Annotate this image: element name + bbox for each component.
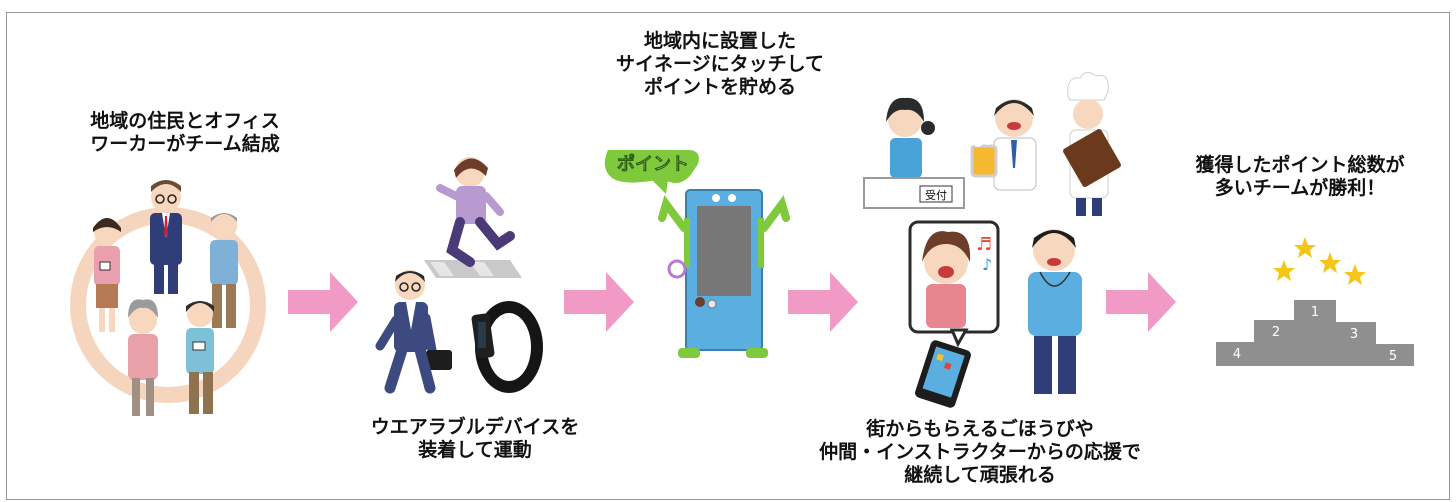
step1-label: 地域の住民とオフィス ワーカーがチーム結成 [40, 110, 330, 156]
fitness-band-icon [471, 301, 543, 393]
music-note-icon: ♪ [982, 255, 992, 274]
step3-line1: 地域内に設置した [643, 30, 796, 52]
step4-line2: 仲間・インストラクターからの応援で [819, 441, 1141, 463]
step4-line3: 継続して頑張れる [904, 464, 1056, 486]
podium-rank-5: 5 [1389, 349, 1397, 364]
person-businessman-glasses [150, 180, 182, 294]
desk-sign-text: 受付 [925, 189, 947, 202]
touch-reader-icon [667, 259, 687, 279]
person-young-man [186, 301, 214, 414]
point-speech-bubble [604, 150, 699, 184]
step2-line2: 装着して運動 [418, 439, 532, 461]
podium-rank-4: 4 [1233, 347, 1241, 362]
point-bubble-text: ポイント [617, 153, 689, 175]
star-icon [1273, 260, 1295, 281]
podium-rank-1: 1 [1311, 305, 1319, 320]
step3-line3: ポイントを貯める [643, 76, 796, 98]
podium-illustration: 1 2 3 4 5 [1216, 300, 1414, 366]
person-grandma [128, 299, 158, 416]
diagram-frame [6, 12, 1450, 500]
person-old-man [210, 213, 238, 328]
arrow-right-icon [788, 272, 858, 332]
instructor-illustration [1028, 229, 1082, 394]
step1-line1: 地域の住民とオフィス [90, 110, 280, 132]
music-note-icon: ♬ [976, 234, 992, 255]
step4-line1: 街からもらえるごほうびや [866, 418, 1094, 440]
step3-label: 地域内に設置した サイネージにタッチして ポイントを貯める [570, 30, 870, 99]
podium-rank-2: 2 [1272, 325, 1280, 340]
step3-line2: サイネージにタッチして [615, 53, 825, 75]
receptionist-illustration: 受付 [863, 97, 965, 209]
step5-line1: 獲得したポイント総数が [1195, 154, 1405, 176]
step5-label: 獲得したポイント総数が 多いチームが勝利！ [1170, 154, 1430, 200]
businessman-illustration [375, 270, 452, 394]
arrow-right-icon [1106, 272, 1176, 332]
beer-man-illustration [970, 99, 1037, 191]
step2-label: ウエアラブルデバイスを 装着して運動 [330, 416, 620, 462]
digital-signage-illustration: ポイント [604, 150, 790, 358]
smartphone-icon [915, 340, 971, 408]
star-icon [1294, 237, 1316, 258]
arrow-right-icon [564, 272, 634, 332]
step1-line2: ワーカーがチーム結成 [90, 133, 280, 155]
step5-line2: 多いチームが勝利！ [1214, 177, 1386, 199]
star-icon [1319, 252, 1341, 273]
podium-rank-3: 3 [1350, 327, 1358, 342]
star-icon [1344, 264, 1366, 285]
step4-label: 街からもらえるごほうびや 仲間・インストラクターからの応援で 継続して頑張れる [760, 418, 1200, 487]
step2-line1: ウエアラブルデバイスを [370, 416, 580, 438]
person-woman-left [93, 218, 121, 332]
arrow-right-icon [288, 272, 358, 332]
team-ring-illustration [70, 180, 266, 416]
chef-illustration [1063, 72, 1121, 216]
runner-illustration [424, 157, 522, 278]
cheering-woman-illustration: ♬ ♪ [908, 220, 1000, 348]
